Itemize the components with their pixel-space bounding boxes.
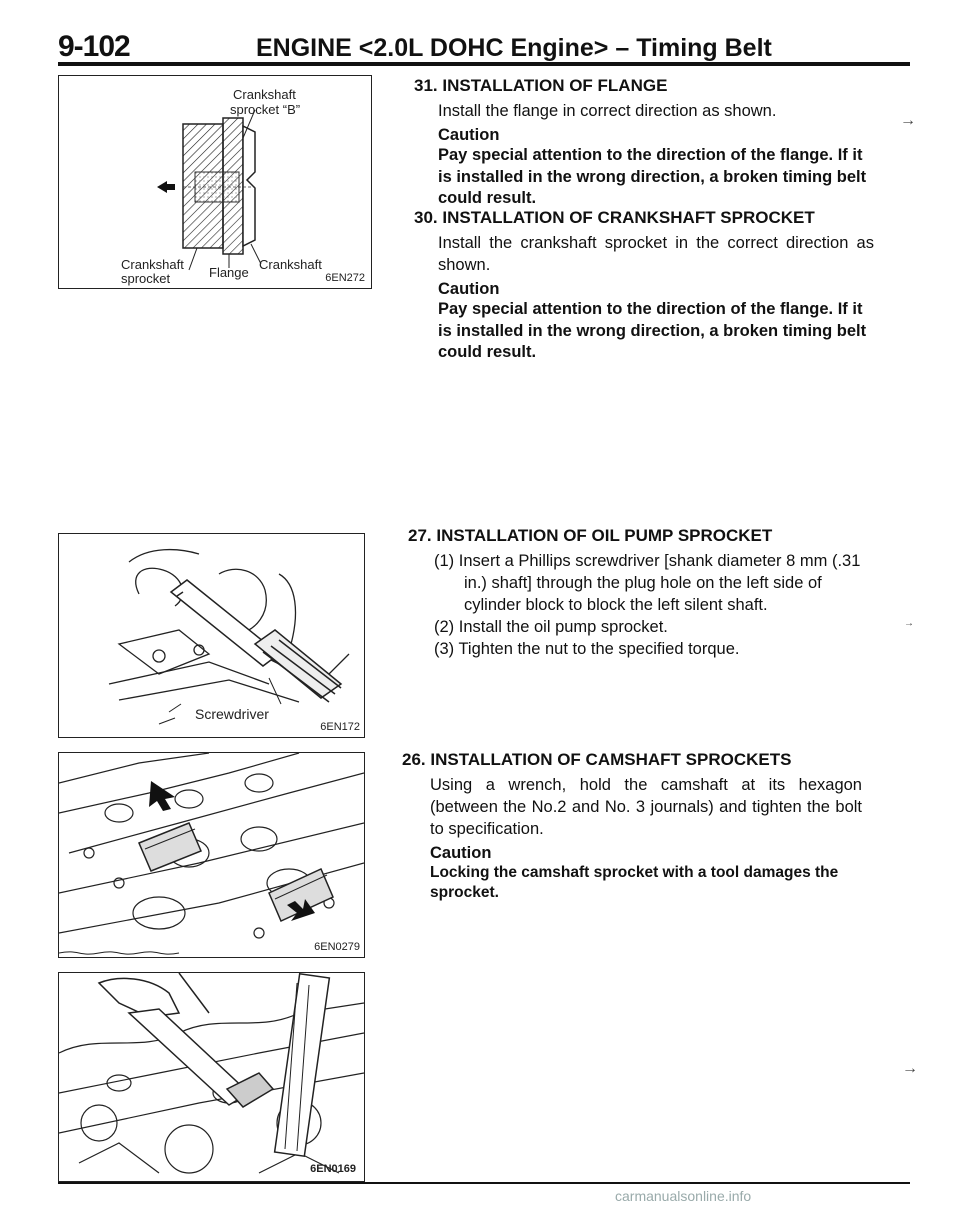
- wrench-illustration: [59, 973, 364, 1174]
- section-body: Using a wrench, hold the camshaft at its…: [430, 776, 862, 839]
- caution-heading: Caution: [438, 126, 500, 145]
- caution-body: Pay special attention to the direction o…: [438, 300, 867, 362]
- caution-body: Pay special attention to the direction o…: [438, 146, 867, 207]
- margin-mark: →: [904, 618, 914, 629]
- page-title: ENGINE <2.0L DOHC Engine> – Timing Belt: [256, 34, 772, 62]
- step-item: (3) Tighten the nut to the specified tor…: [434, 640, 740, 659]
- section-heading: 27. INSTALLATION OF OIL PUMP SPROCKET: [408, 526, 773, 545]
- caution-heading: Caution: [438, 280, 500, 299]
- section-26: 26. INSTALLATION OF CAMSHAFT SPROCKETS U…: [402, 750, 862, 904]
- figure-code: 6EN272: [325, 272, 365, 284]
- section-heading: 31. INSTALLATION OF FLANGE: [414, 76, 668, 95]
- crankshaft-sprocket-illustration: [157, 109, 262, 271]
- section-27: 27. INSTALLATION OF OIL PUMP SPROCKET (1…: [408, 526, 868, 661]
- page-header: 9-102 ENGINE <2.0L DOHC Engine> – Timing…: [58, 28, 908, 68]
- watermark-text: carmanualsonline.info: [615, 1188, 752, 1204]
- section-heading: 30. INSTALLATION OF CRANKSHAFT SPROCKET: [414, 208, 815, 227]
- caution-body: Locking the camshaft sprocket with a too…: [430, 864, 839, 902]
- figure-camshaft-sprockets: 6EN0279: [58, 752, 365, 958]
- footer-rule: [58, 1182, 910, 1184]
- text-column: 31. INSTALLATION OF FLANGE Install the f…: [402, 76, 884, 1156]
- caution-heading: Caution: [430, 844, 492, 863]
- label-sprocket-b: sprocket “B”: [230, 102, 301, 117]
- camshaft-illustration: [59, 753, 364, 955]
- section-body: Install the crankshaft sprocket in the c…: [438, 234, 874, 275]
- figure-screwdriver: Screwdriver 6EN172: [58, 533, 365, 738]
- figure-wrench: 6EN0169: [58, 972, 365, 1182]
- figure-code: 6EN0169: [310, 1163, 356, 1175]
- label-flange: Flange: [209, 265, 249, 280]
- screwdriver-illustration: [108, 548, 350, 725]
- label-screwdriver: Screwdriver: [195, 706, 269, 722]
- label-crankshaft-sprocket-1: Crankshaft: [121, 257, 184, 272]
- figure-code: 6EN0279: [314, 941, 360, 953]
- margin-mark: →: [902, 1060, 918, 1077]
- header-rule: [58, 62, 910, 66]
- figure-code: 6EN172: [320, 721, 360, 733]
- margin-mark: →: [900, 112, 916, 129]
- label-crankshaft-top: Crankshaft: [233, 87, 296, 102]
- section-heading: 26. INSTALLATION OF CAMSHAFT SPROCKETS: [402, 750, 792, 769]
- page-number: 9-102: [58, 30, 131, 63]
- step-item: (2) Install the oil pump sprocket.: [434, 618, 668, 637]
- section-body: Install the flange in correct direction …: [438, 102, 777, 120]
- figure-crankshaft-sprocket: Crankshaft sprocket “B” Crankshaft sproc…: [58, 75, 372, 289]
- label-crankshaft: Crankshaft: [259, 257, 322, 272]
- label-crankshaft-sprocket-2: sprocket: [121, 271, 171, 286]
- section-31: 31. INSTALLATION OF FLANGE Install the f…: [414, 76, 874, 209]
- step-item: (1) Insert a Phillips screwdriver [shank…: [434, 552, 861, 615]
- step-list: (1) Insert a Phillips screwdriver [shank…: [408, 550, 868, 661]
- section-30: 30. INSTALLATION OF CRANKSHAFT SPROCKET …: [414, 208, 874, 364]
